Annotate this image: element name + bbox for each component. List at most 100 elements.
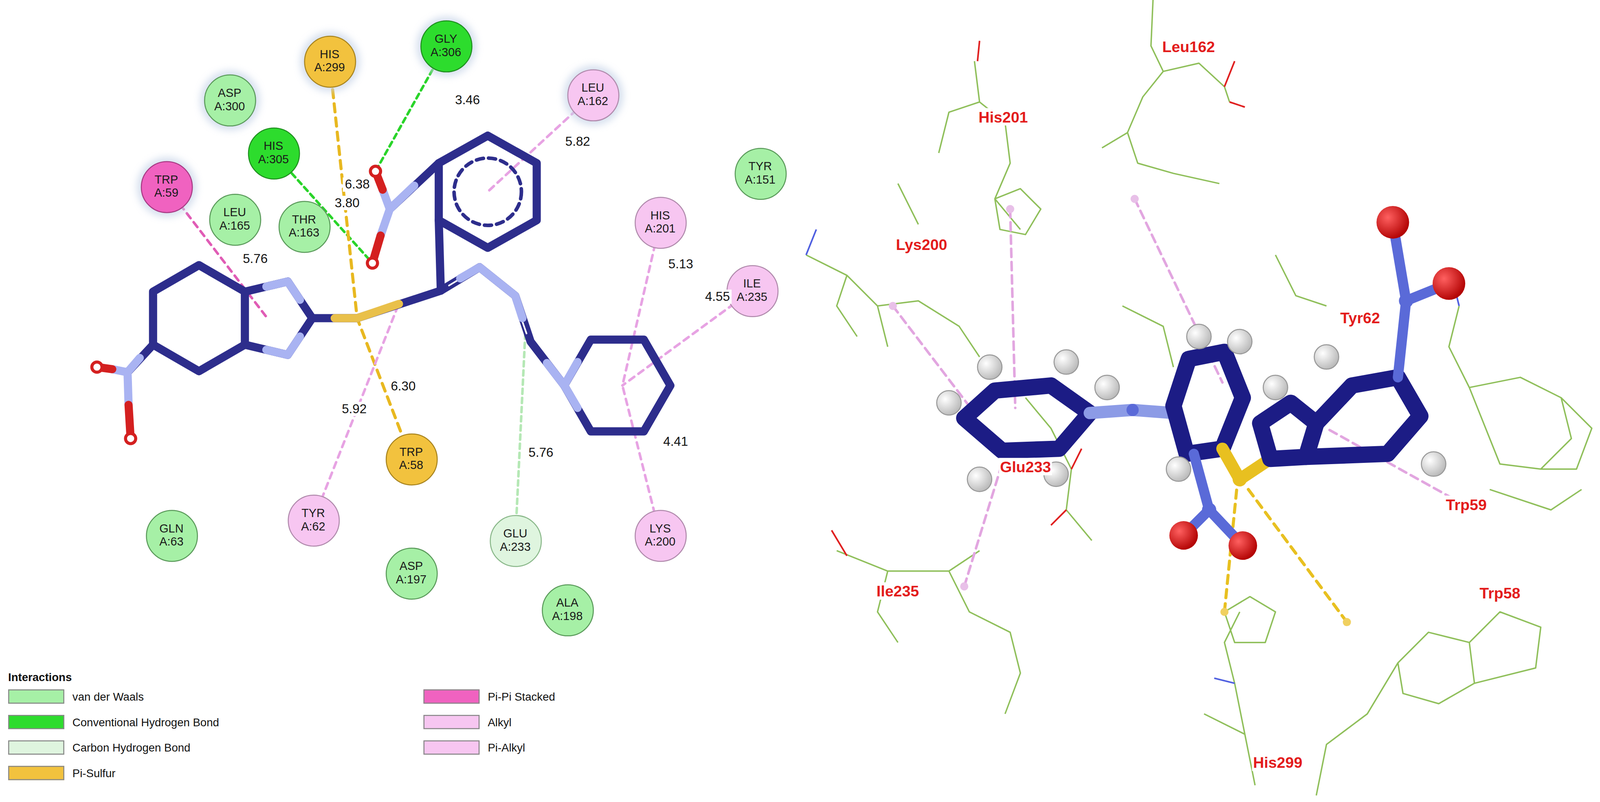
residue-label: Lys200	[894, 235, 949, 255]
legend-text: Pi-Alkyl	[487, 741, 526, 754]
distance-label: 5.76	[240, 248, 270, 268]
residue-label: Trp58	[1478, 584, 1522, 603]
residue-label: Leu162	[1161, 37, 1217, 56]
residue-name: ASP A:197	[392, 560, 430, 587]
residue-circle: HIS A:299	[303, 35, 356, 88]
residue-name: TYR A:151	[741, 160, 779, 187]
distance-label: 3.80	[332, 195, 362, 211]
distance-label: 4.41	[661, 434, 691, 449]
distance-label: 5.13	[666, 254, 696, 273]
residue-name: LYS A:200	[641, 522, 679, 550]
ligand-3d	[936, 206, 1466, 561]
residue-label: Trp58	[1478, 584, 1522, 603]
residue-circle: TYR A:151	[734, 147, 787, 200]
distance-label: 6.38	[342, 177, 372, 192]
legend-text: Pi-Pi Stacked	[487, 690, 555, 704]
residue-name: TRP A:58	[392, 445, 430, 473]
residue-circle: ASP A:197	[385, 547, 438, 600]
legend-row: Alkyl	[423, 715, 512, 730]
legend-swatch	[423, 715, 480, 730]
atom-tips	[806, 40, 1460, 684]
distance-label: 5.13	[666, 257, 696, 272]
legend-row: Pi-Alkyl	[423, 740, 526, 756]
legend-row: Carbon Hydrogen Bond	[8, 740, 191, 756]
residue-circle: TRP A:58	[385, 432, 438, 486]
distance-label: 6.30	[388, 376, 418, 395]
residue-label: His299	[1252, 753, 1304, 773]
residue-label: Glu233	[998, 458, 1052, 476]
residue-name: ALA A:198	[549, 596, 586, 624]
residue-label: Tyr62	[1339, 309, 1382, 327]
residue-label: Tyr62	[1339, 309, 1382, 328]
residue-name: ILE A:235	[733, 277, 771, 305]
legend-text: Carbon Hydrogen Bond	[72, 741, 191, 754]
legend-swatch	[423, 689, 480, 704]
residue-circle: LEU A:165	[208, 193, 261, 246]
residue-circle: GLY A:306	[419, 19, 473, 73]
legend-swatch	[423, 740, 480, 756]
carbon-hydrogen-line	[515, 328, 526, 541]
residue-name: THR A:163	[285, 213, 323, 240]
residue-circle: ILE A:235	[725, 264, 779, 317]
legend-text: Pi-Sulfur	[72, 767, 116, 780]
distance-label: 5.76	[240, 252, 270, 267]
residue-name: GLY A:306	[427, 32, 465, 60]
distance-label: 5.82	[563, 134, 593, 150]
residue-label: Leu162	[1161, 37, 1217, 57]
interaction-lines-3d	[888, 194, 1469, 627]
pi-sulfur-line	[329, 61, 411, 460]
residue-name: TYR A:62	[294, 506, 332, 534]
distance-label: 3.80	[332, 192, 362, 211]
legend-text: van der Waals	[72, 690, 144, 704]
distance-label: 4.41	[661, 431, 691, 451]
residue-circle: ASP A:300	[203, 74, 256, 127]
legend-heading: Interactions	[8, 671, 72, 684]
distance-label: 5.76	[526, 446, 556, 461]
residue-circle: GLN A:63	[145, 509, 198, 562]
distance-label: 5.82	[563, 131, 593, 150]
residue-label: Trp59	[1444, 495, 1488, 514]
distance-label: 3.46	[452, 89, 482, 108]
ligand-2d	[91, 135, 671, 444]
residue-label: His201	[977, 108, 1029, 127]
distance-label: 6.38	[342, 174, 372, 193]
residue-circle: TRP A:59	[140, 160, 193, 214]
distance-label: 4.55	[703, 286, 732, 306]
legend-text: Conventional Hydrogen Bond	[72, 716, 220, 729]
pi-alkyl-line	[313, 306, 398, 521]
residue-name: LEU A:162	[574, 81, 611, 109]
residue-label: His299	[1252, 753, 1304, 772]
residue-circle: LEU A:162	[567, 68, 620, 121]
residue-name: HIS A:299	[311, 47, 348, 75]
residue-wireframe	[806, 0, 1592, 796]
legend-text: Alkyl	[487, 716, 512, 729]
legend-row: van der Waals	[8, 689, 144, 704]
distance-label: 5.76	[526, 442, 556, 462]
distance-label: 4.55	[703, 289, 732, 304]
distance-label: 5.92	[339, 402, 369, 417]
residue-name: GLU A:233	[496, 527, 534, 555]
legend-row: Conventional Hydrogen Bond	[8, 715, 220, 730]
legend-swatch	[8, 766, 65, 781]
residue-circle: THR A:163	[278, 200, 331, 253]
distance-label: 3.46	[452, 92, 482, 108]
interaction-lines	[166, 46, 752, 541]
legend-row: Pi-Pi Stacked	[423, 689, 556, 704]
residue-circle: LYS A:200	[634, 509, 687, 562]
legend-heading: Interactions	[8, 667, 72, 686]
residue-name: GLN A:63	[153, 522, 190, 550]
residue-circle: GLU A:233	[489, 514, 542, 568]
residue-name: LEU A:165	[216, 205, 253, 233]
residue-circle: HIS A:305	[247, 127, 300, 180]
residue-label: Ile235	[875, 582, 921, 600]
legend-row: Pi-Sulfur	[8, 766, 116, 781]
residue-label: His201	[977, 108, 1029, 126]
residue-label: Ile235	[875, 582, 921, 601]
distance-label: 6.30	[388, 379, 418, 394]
residue-circle: TYR A:62	[287, 494, 340, 547]
residue-circle: ALA A:198	[541, 584, 594, 637]
residue-name: HIS A:305	[254, 139, 292, 167]
residue-name: ASP A:300	[211, 86, 249, 114]
residue-label: Trp59	[1444, 495, 1488, 515]
